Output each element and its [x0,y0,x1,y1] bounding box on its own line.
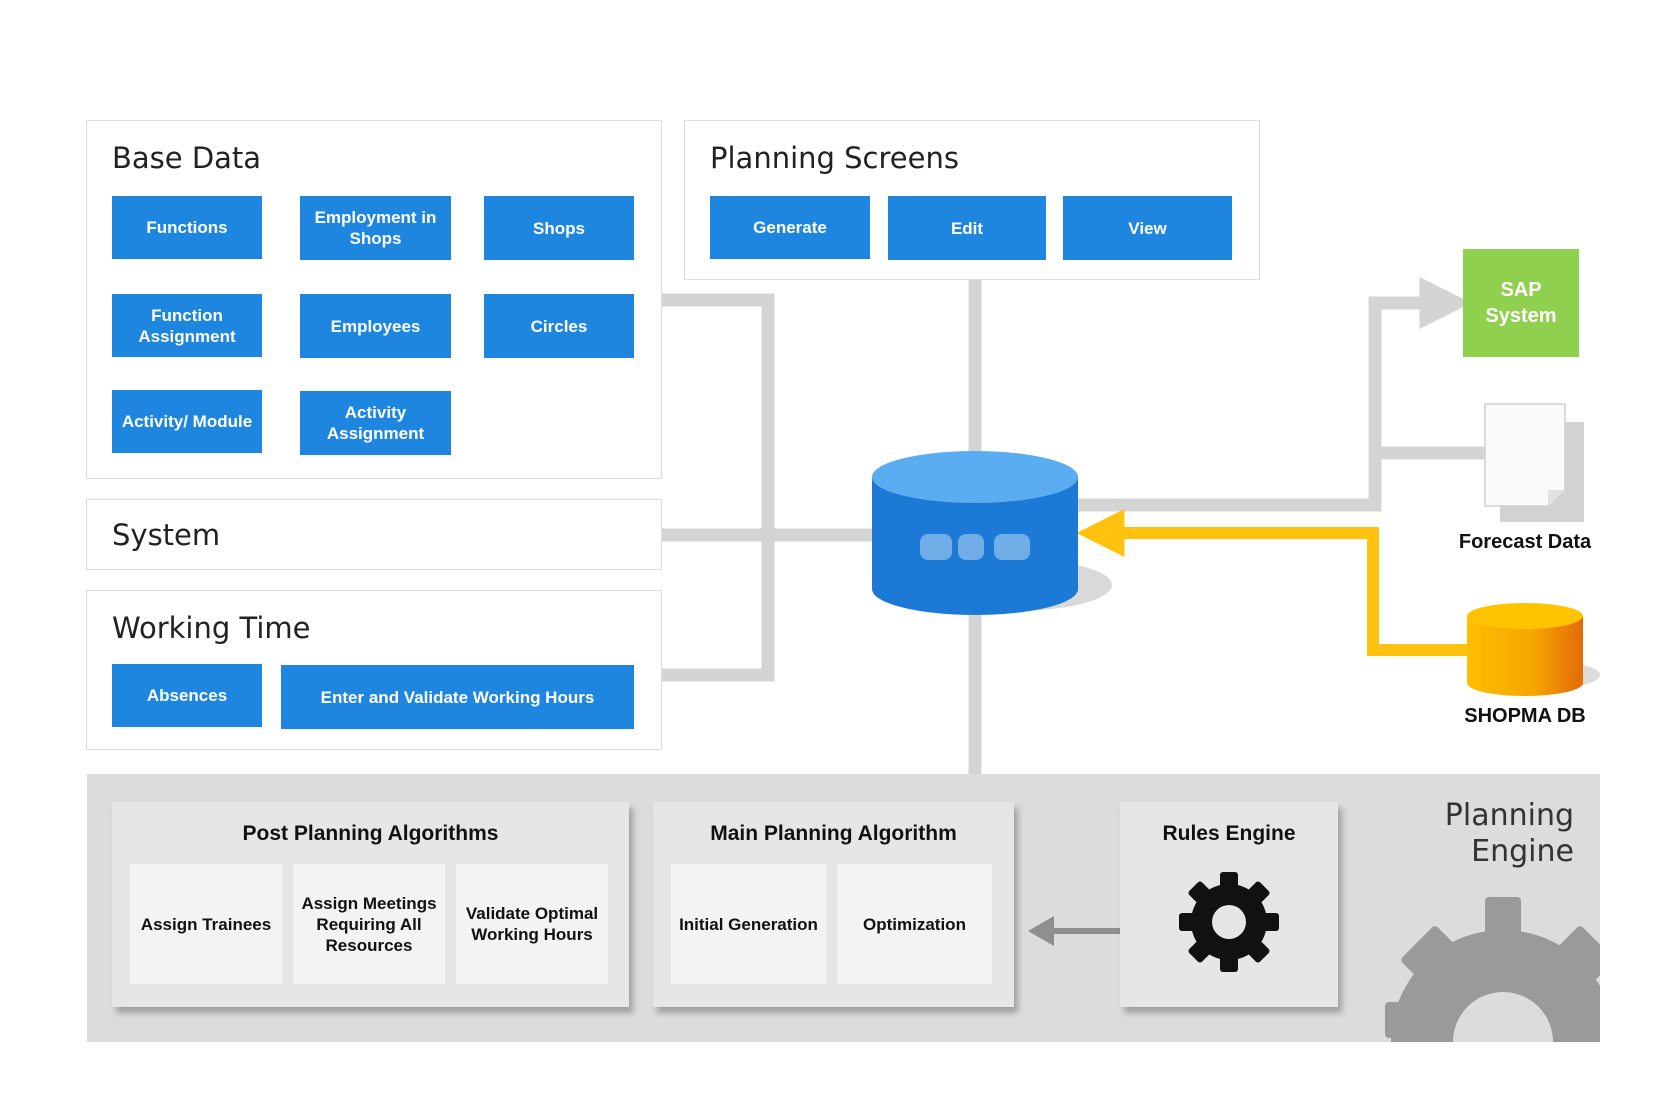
planning-engine-title-text: Planning Engine [1444,798,1574,869]
left-bus-connector [662,280,982,774]
employment-in-shops-box[interactable]: Employment in Shops [300,196,451,260]
shopma-to-db-arrow [1076,509,1467,656]
view-box[interactable]: View [1063,196,1232,260]
gear-watermark-icon [1385,897,1600,1042]
shopma-db-label: SHOPMA DB [1464,705,1586,727]
employees-box[interactable]: Employees [300,294,451,358]
functions-box[interactable]: Functions [112,196,262,259]
panel-title: Base Data [112,141,262,175]
assign-trainees-cell[interactable]: Assign Trainees [130,864,282,984]
circles-box[interactable]: Circles [484,294,634,358]
rules-to-main-arrow [1028,916,1124,946]
box-title: Post Planning Algorithms [242,822,499,845]
box-title: Main Planning Algorithm [710,822,957,845]
function-assignment-box[interactable]: Function Assignment [112,294,262,357]
edit-box[interactable]: Edit [888,196,1046,260]
box-title: Rules Engine [1162,822,1296,845]
assign-meetings-cell[interactable]: Assign Meetings Requiring All Resources [293,864,445,984]
absences-box[interactable]: Absences [112,664,262,727]
panel-title: Planning Screens [710,141,959,175]
initial-generation-cell[interactable]: Initial Generation [671,864,826,984]
planning-engine-title: Planning Engine [1444,798,1574,870]
optimization-cell[interactable]: Optimization [837,864,992,984]
rules-engine-box: Rules Engine [1120,802,1338,1007]
activity-module-box[interactable]: Activity/ Module [112,390,262,453]
gear-icon [1179,872,1279,972]
right-bus-connector [1078,277,1485,512]
enter-validate-working-hours-box[interactable]: Enter and Validate Working Hours [281,665,634,729]
shops-box[interactable]: Shops [484,196,634,260]
sap-system-box[interactable]: SAP System [1463,249,1579,357]
central-database-icon [872,451,1112,615]
generate-box[interactable]: Generate [710,196,870,259]
panel-title: System [112,518,221,552]
validate-working-hours-cell[interactable]: Validate Optimal Working Hours [456,864,608,984]
panel-title: Working Time [112,611,311,645]
shopma-db-icon [1467,603,1600,696]
activity-assignment-box[interactable]: Activity Assignment [300,391,451,455]
planning-engine-panel: Planning Engine Post Planning Algorithms… [87,774,1600,1042]
document-icon [1484,403,1584,522]
system-panel: System [86,499,662,570]
forecast-data-label: Forecast Data [1458,531,1592,553]
